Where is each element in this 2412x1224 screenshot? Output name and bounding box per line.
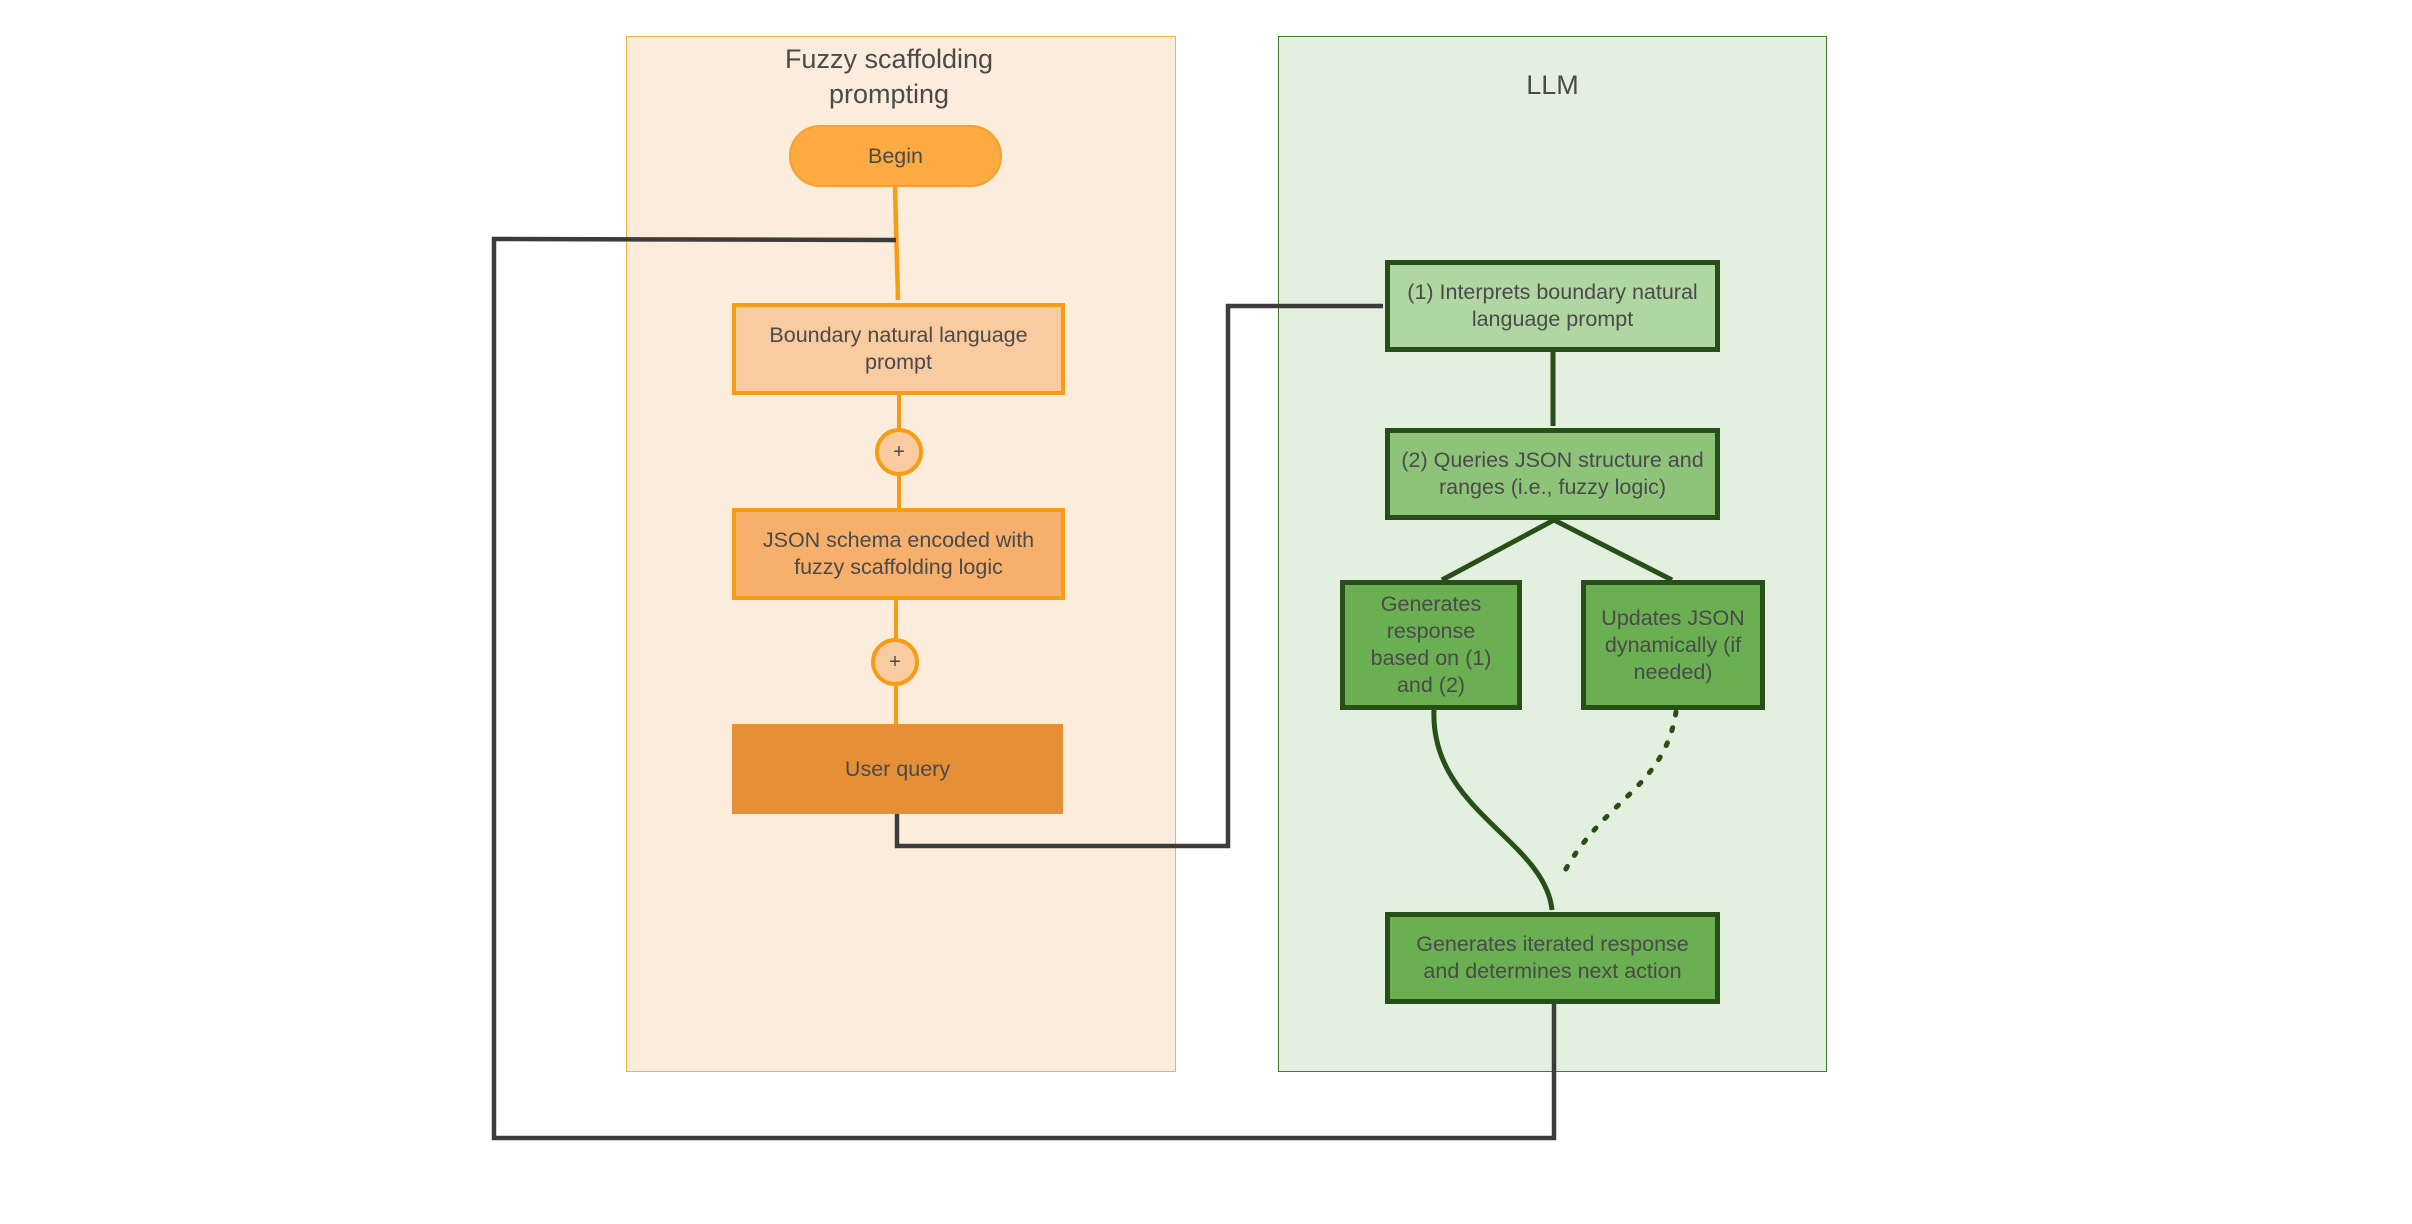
updates-json-node: Updates JSON dynamically (if needed) (1581, 580, 1765, 710)
edge-queries-to-updates (1552, 517, 1674, 583)
user-query-node: User query (732, 724, 1063, 814)
edge-generates-to-iterated (1431, 709, 1555, 911)
edge-iterated-loop-back (491, 236, 1557, 1141)
edge-begin-to-boundary (892, 186, 901, 301)
interprets-node: (1) Interprets boundary natural language… (1385, 260, 1720, 352)
edge-userquery-to-interprets (894, 303, 1384, 849)
llm-lane-title: LLM (1526, 70, 1579, 100)
fuzzy-lane-title-line2: prompting (828, 79, 950, 109)
fuzzy-lane-title: Fuzzy scaffolding prompting (626, 42, 1152, 112)
iterated-response-node: Generates iterated response and determin… (1385, 912, 1720, 1004)
begin-node: Begin (789, 125, 1002, 187)
json-schema-node: JSON schema encoded with fuzzy scaffoldi… (732, 508, 1065, 600)
edge-updates-to-iterated-dotted (1557, 709, 1679, 883)
edge-queries-to-generates (1440, 517, 1556, 583)
plus-2-connector: + (871, 638, 919, 686)
queries-node: (2) Queries JSON structure and ranges (i… (1385, 428, 1720, 520)
boundary-prompt-node: Boundary natural language prompt (732, 303, 1065, 395)
fuzzy-lane-title-line1: Fuzzy scaffolding (784, 44, 994, 74)
plus-1-connector: + (875, 428, 923, 476)
generates-response-node: Generates response based on (1) and (2) (1340, 580, 1522, 710)
